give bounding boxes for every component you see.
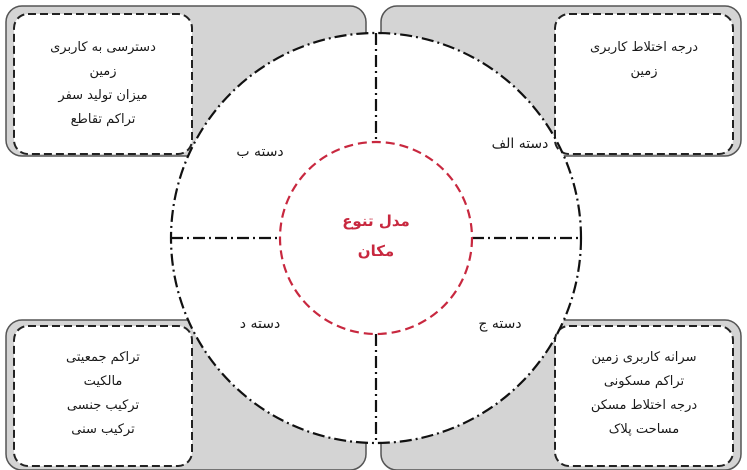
center-title-line1: مدل تنوع bbox=[296, 206, 456, 236]
box-text-line: درجه اختلاط مسکن bbox=[555, 394, 733, 418]
category-be-label: دسته ب bbox=[200, 140, 320, 164]
category-jim-label: دسته ج bbox=[440, 312, 560, 336]
box-text-line: زمین bbox=[555, 60, 733, 84]
center-title-line2: مکان bbox=[296, 236, 456, 266]
box-text-line: دسترسی به کاربری bbox=[14, 36, 192, 60]
category-dal-label: دسته د bbox=[200, 312, 320, 336]
box-text-line: تراکم مسکونی bbox=[555, 370, 733, 394]
box-text-line: ترکیب جنسی bbox=[14, 394, 192, 418]
box-text-line: درجه اختلاط کاربری bbox=[555, 36, 733, 60]
box-bottom-left-text: تراکم جمعیتی مالکیت ترکیب جنسی ترکیب سنی bbox=[14, 346, 192, 442]
box-text-line: ترکیب سنی bbox=[14, 418, 192, 442]
box-top-right bbox=[555, 14, 733, 154]
center-title: مدل تنوع مکان bbox=[296, 206, 456, 266]
box-bottom-right-text: سرانه کاربری زمین تراکم مسکونی درجه اختل… bbox=[555, 346, 733, 442]
box-text-line: مالکیت bbox=[14, 370, 192, 394]
box-text-line: میزان تولید سفر bbox=[14, 84, 192, 108]
box-text-line: زمین bbox=[14, 60, 192, 84]
box-text-line: تراکم جمعیتی bbox=[14, 346, 192, 370]
box-text-line: سرانه کاربری زمین bbox=[555, 346, 733, 370]
box-text-line: تراکم تقاطع bbox=[14, 108, 192, 132]
box-top-right-text: درجه اختلاط کاربری زمین bbox=[555, 36, 733, 84]
box-text-line: مساحت پلاک bbox=[555, 418, 733, 442]
category-alef-label: دسته الف bbox=[460, 132, 580, 156]
box-top-left-text: دسترسی به کاربری زمین میزان تولید سفر تر… bbox=[14, 36, 192, 132]
